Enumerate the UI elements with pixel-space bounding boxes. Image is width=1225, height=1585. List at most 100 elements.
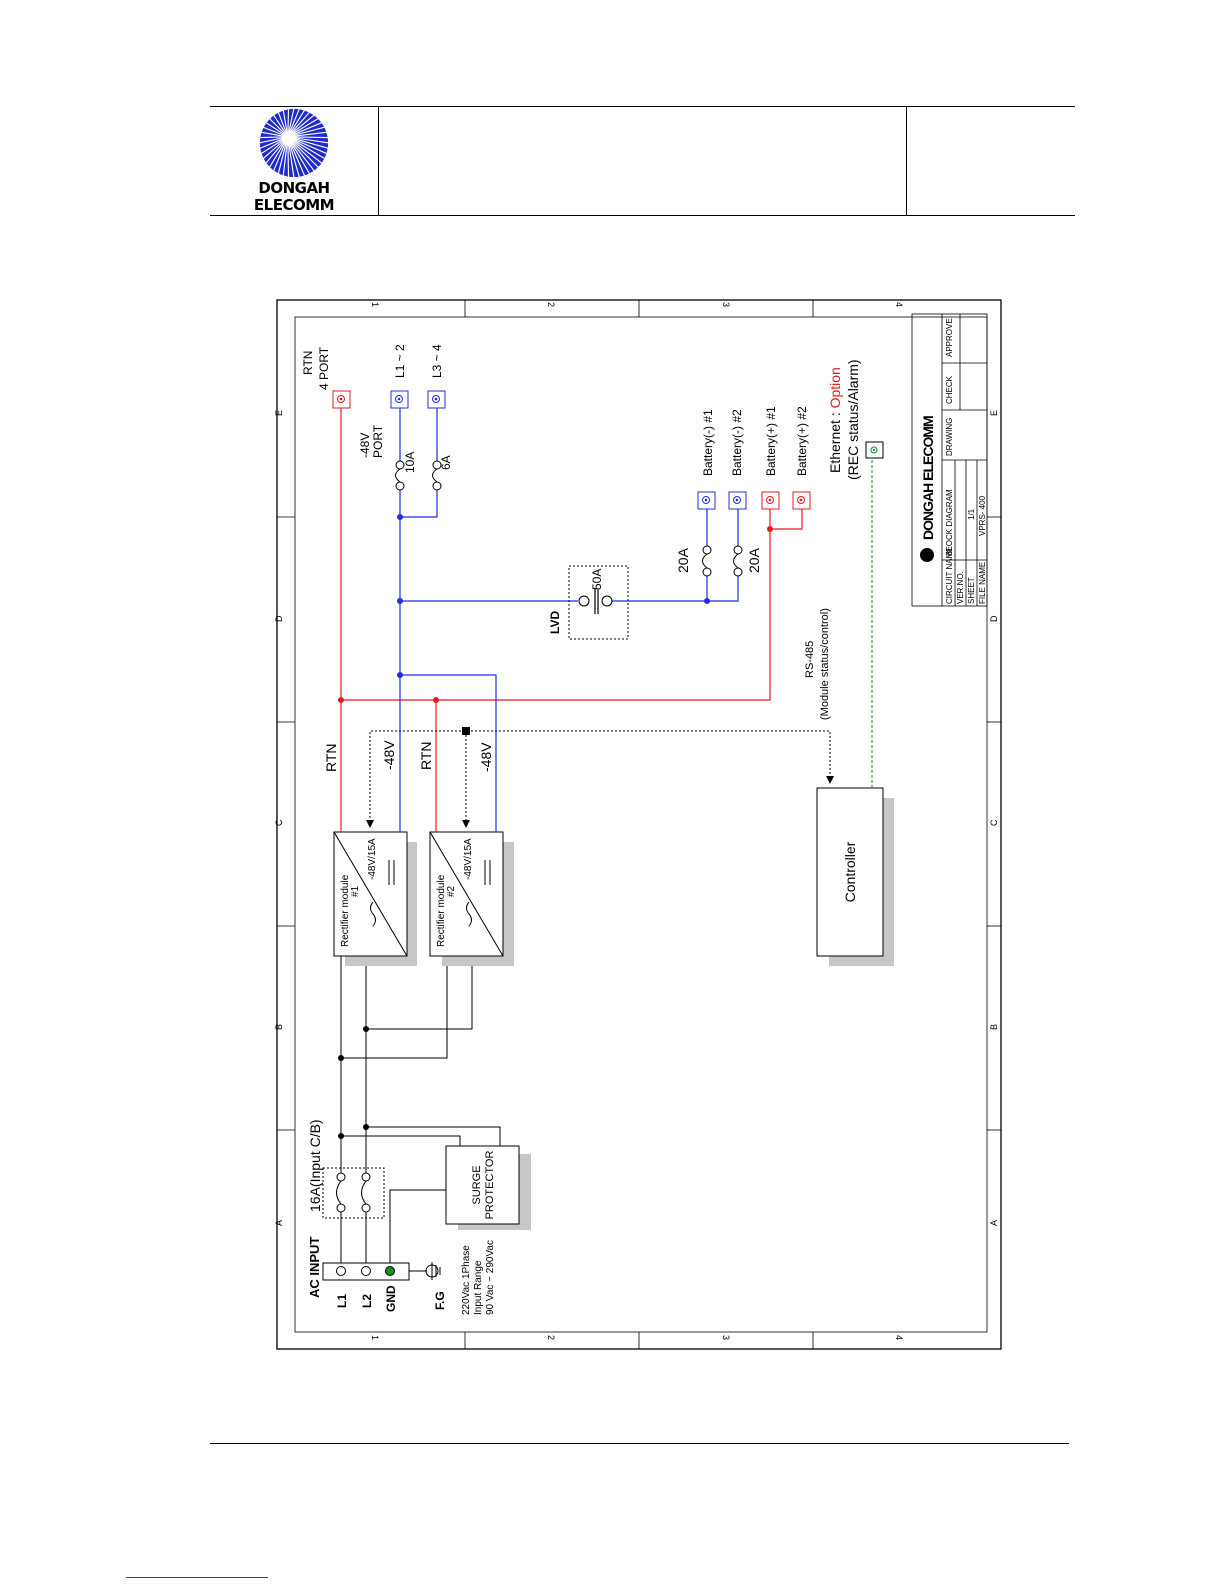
rectifier-2-dc-symbol [484, 860, 491, 885]
ethernet-label: Ethernet : Option [827, 367, 843, 473]
logo-ray [290, 142, 311, 175]
title-check-label: CHECK [945, 375, 954, 404]
logo-ray [288, 108, 295, 133]
title-sheet-value: 1/1 [967, 508, 976, 520]
logo-ray [262, 139, 285, 160]
l2-label: L2 [360, 1294, 374, 1308]
grid-col-4-bottom: 4 [894, 1335, 904, 1340]
rs485-label: RS-485 [804, 641, 816, 678]
title-ver-no-label: VER.NO. [956, 571, 965, 604]
surge-protector-box [445, 1145, 520, 1225]
title-file-name-value: VPRS- 400 [978, 495, 987, 536]
sheet-inner-border [294, 316, 988, 1333]
neg48v-label-2: -48V [478, 742, 494, 772]
l1-label: L1 [335, 1294, 349, 1308]
logo-ray [289, 142, 306, 177]
logo-ray [292, 140, 323, 165]
grid-col-3-bottom: 3 [721, 1335, 731, 1340]
title-brand: DONGAH ELECOMM [920, 416, 936, 540]
rs485-arrow-controller [826, 776, 834, 784]
logo-ray [260, 138, 285, 155]
rectifier-2-ac-symbol [466, 901, 472, 927]
controller-box [816, 787, 884, 957]
batt-cb1-top [702, 567, 712, 577]
input-cb-l2-bottom [361, 1203, 371, 1213]
logo-ray [277, 142, 287, 175]
title-sheet-label: SHEET [967, 577, 976, 604]
logo-ray [282, 109, 288, 133]
input-spec-line3: 90 Vac ~ 290Vac [485, 1240, 496, 1315]
batt-pos1-label: Battery(+) #1 [764, 406, 778, 476]
logo-ray [268, 141, 286, 169]
logo-ray [272, 141, 287, 172]
grid-col-2-bottom: 2 [546, 1335, 556, 1340]
logo-core [282, 131, 295, 144]
ac-junction-dots [338, 1026, 369, 1139]
batt-cb2-rating: 20A [746, 547, 762, 573]
grid-row-b-right: B [989, 1024, 999, 1030]
footer-link-underline[interactable] [126, 1577, 268, 1578]
neg48v-junction-dots [397, 514, 710, 678]
grid-row-c-right: C [989, 819, 999, 826]
logo-ray [291, 141, 316, 172]
ac-wiring [340, 941, 501, 1263]
load-cb1-rating: 10A [403, 452, 417, 473]
batt-neg1-label: Battery(-) #1 [701, 409, 715, 476]
rectifier-2-number: #2 [446, 885, 457, 897]
logo-ray [265, 121, 285, 136]
company-name-line2: ELECOMM [253, 196, 335, 214]
lvd-contact-left [578, 595, 590, 607]
grid-row-e-left: E [274, 410, 284, 416]
input-cb-l1-bottom [336, 1203, 346, 1213]
logo-ray [289, 108, 301, 133]
rectifier-1-label: Rectifier module [340, 874, 351, 947]
title-file-name-label: FILE NAME [978, 562, 987, 604]
batt-cb2-top [733, 567, 743, 577]
batt-cb2-bottom [733, 545, 743, 555]
header-divider-1 [378, 106, 379, 216]
title-circuit-name-label: CIRCUIT NAME [945, 546, 954, 604]
rtn-bus [340, 407, 803, 832]
batt-cb1-rating: 20A [675, 547, 691, 573]
gnd-label: GND [384, 1285, 398, 1312]
rectifier-1-ac-symbol [370, 901, 376, 927]
rs485-line [369, 730, 831, 822]
grid-col-3-top: 3 [721, 302, 731, 307]
title-approve-label: APPROVE [945, 318, 954, 357]
header-top-rule [210, 106, 1075, 107]
ethernet-sublabel: (REC status/Alarm) [845, 359, 861, 480]
title-drawing-label: DRAWING [945, 418, 954, 456]
rectifier-1-dc-symbol [388, 860, 395, 885]
company-name-line1: DONGAH [258, 179, 330, 197]
rtn-label-1: RTN [323, 743, 339, 772]
input-cb-box [322, 1167, 385, 1219]
input-spec-line2: Input Range [473, 1260, 484, 1315]
logo-ray [259, 138, 284, 150]
logo-ray [292, 117, 320, 135]
neg48v-label-1: -48V [381, 740, 397, 770]
logo-ray [287, 142, 290, 178]
ground-icon [409, 1262, 441, 1280]
load-cb2-rating: 6A [439, 455, 453, 470]
logo-ray [288, 142, 295, 178]
load-cb2-top [432, 481, 442, 491]
rs485-arrow-rect1 [366, 820, 374, 828]
title-block [911, 313, 988, 607]
batt-neg2-label: Battery(-) #2 [730, 409, 744, 476]
logo-ray [293, 138, 328, 155]
lvd-label: LVD [548, 611, 562, 634]
rectifier-2-label: Rectifier module [436, 874, 447, 947]
rectifier-1-rating: -48V/15A [367, 838, 378, 880]
grid-col-1-bottom: 1 [370, 1335, 380, 1340]
ethernet-prefix: Ethernet : [827, 408, 843, 473]
input-cb-label: 16A(Input C/B) [307, 1119, 323, 1212]
logo-ray [289, 142, 301, 178]
grid-row-a-left: A [274, 1220, 284, 1226]
load-cb1-top [395, 481, 405, 491]
title-logo-icon [920, 548, 934, 562]
lvd-contact-right [601, 595, 613, 607]
grid-row-d-left: D [274, 615, 284, 622]
grid-row-b-left: B [274, 1024, 284, 1030]
rtn-label-2: RTN [418, 741, 434, 770]
logo-ray [272, 114, 287, 134]
